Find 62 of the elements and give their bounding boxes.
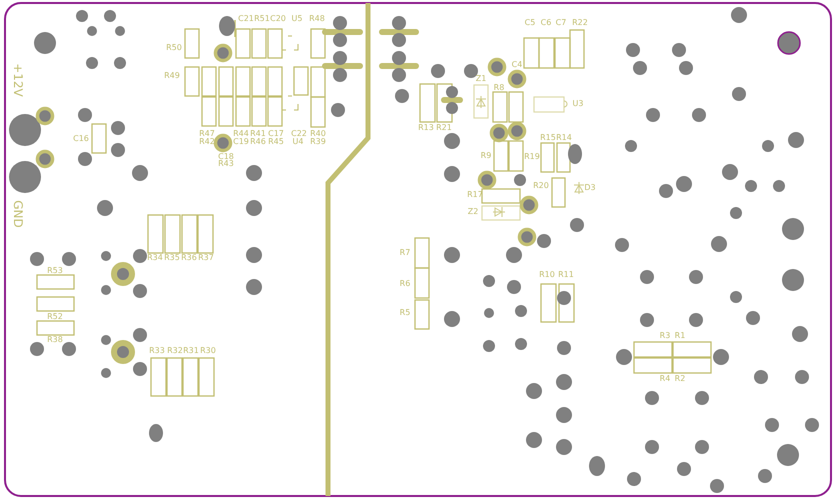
component-designator: C17: [268, 130, 284, 138]
component-designator: R37: [198, 254, 214, 262]
component-designator: C21: [238, 15, 254, 23]
component-designator: R13: [418, 124, 434, 132]
component-designator: C4: [512, 61, 522, 69]
component-designator: Z2: [468, 208, 478, 216]
component-designator: U3: [572, 100, 584, 108]
component-designator: R52: [47, 313, 63, 321]
component-designator: R38: [47, 336, 63, 344]
net-label: GND: [12, 200, 24, 228]
component-designator: R10: [539, 271, 555, 279]
component-designator: C20: [270, 15, 286, 23]
component-designator: R42: [199, 138, 215, 146]
component-designator: R41: [250, 130, 266, 138]
component-designator: R14: [556, 134, 572, 142]
component-designator: R43: [218, 160, 234, 168]
component-designator: C5: [524, 19, 536, 27]
component-designator: R34: [147, 254, 163, 262]
component-designator: R48: [309, 15, 325, 23]
component-designator: R50: [166, 44, 182, 52]
component-designator: C7: [556, 19, 566, 27]
component-designator: R45: [268, 138, 284, 146]
component-designator: R32: [167, 347, 183, 355]
component-designator: R21: [436, 124, 452, 132]
component-designator: Z1: [476, 75, 486, 83]
component-designator: R33: [149, 347, 165, 355]
component-designator: C18: [218, 153, 234, 161]
component-designator: D3: [584, 184, 596, 192]
component-designator: R19: [524, 153, 540, 161]
component-designator: R7: [400, 249, 410, 257]
component-designator: R46: [250, 138, 266, 146]
component-designator: C22: [291, 130, 307, 138]
component-designator: R49: [164, 72, 180, 80]
component-designator: R17: [467, 191, 483, 199]
component-designator: R20: [533, 182, 549, 190]
component-designator: R30: [200, 347, 216, 355]
component-designator: R4: [660, 375, 670, 383]
component-designator: R15: [540, 134, 556, 142]
component-designator: R40: [310, 130, 326, 138]
component-designator: C16: [73, 135, 89, 143]
component-designator: R39: [310, 138, 326, 146]
component-designator: R53: [47, 267, 63, 275]
component-designator: R2: [674, 375, 686, 383]
component-designator: R22: [572, 19, 588, 27]
component-designator: R36: [181, 254, 197, 262]
component-designator: R35: [164, 254, 180, 262]
component-designator: R47: [199, 130, 215, 138]
component-designator: R51: [254, 15, 270, 23]
component-designator: U5: [292, 15, 302, 23]
component-designator: U4: [292, 138, 304, 146]
component-designator: R3: [660, 332, 670, 340]
component-designator: C19: [233, 138, 249, 146]
net-label: +12V: [12, 63, 24, 97]
component-designator: R44: [233, 130, 249, 138]
component-designator: C6: [540, 19, 552, 27]
component-designator: R1: [674, 332, 686, 340]
component-designator: R8: [494, 84, 504, 92]
component-designator: R5: [400, 309, 410, 317]
component-designator: R11: [558, 271, 574, 279]
component-designator: R31: [183, 347, 199, 355]
component-designator: R6: [400, 280, 410, 288]
component-designator: R9: [480, 152, 492, 160]
